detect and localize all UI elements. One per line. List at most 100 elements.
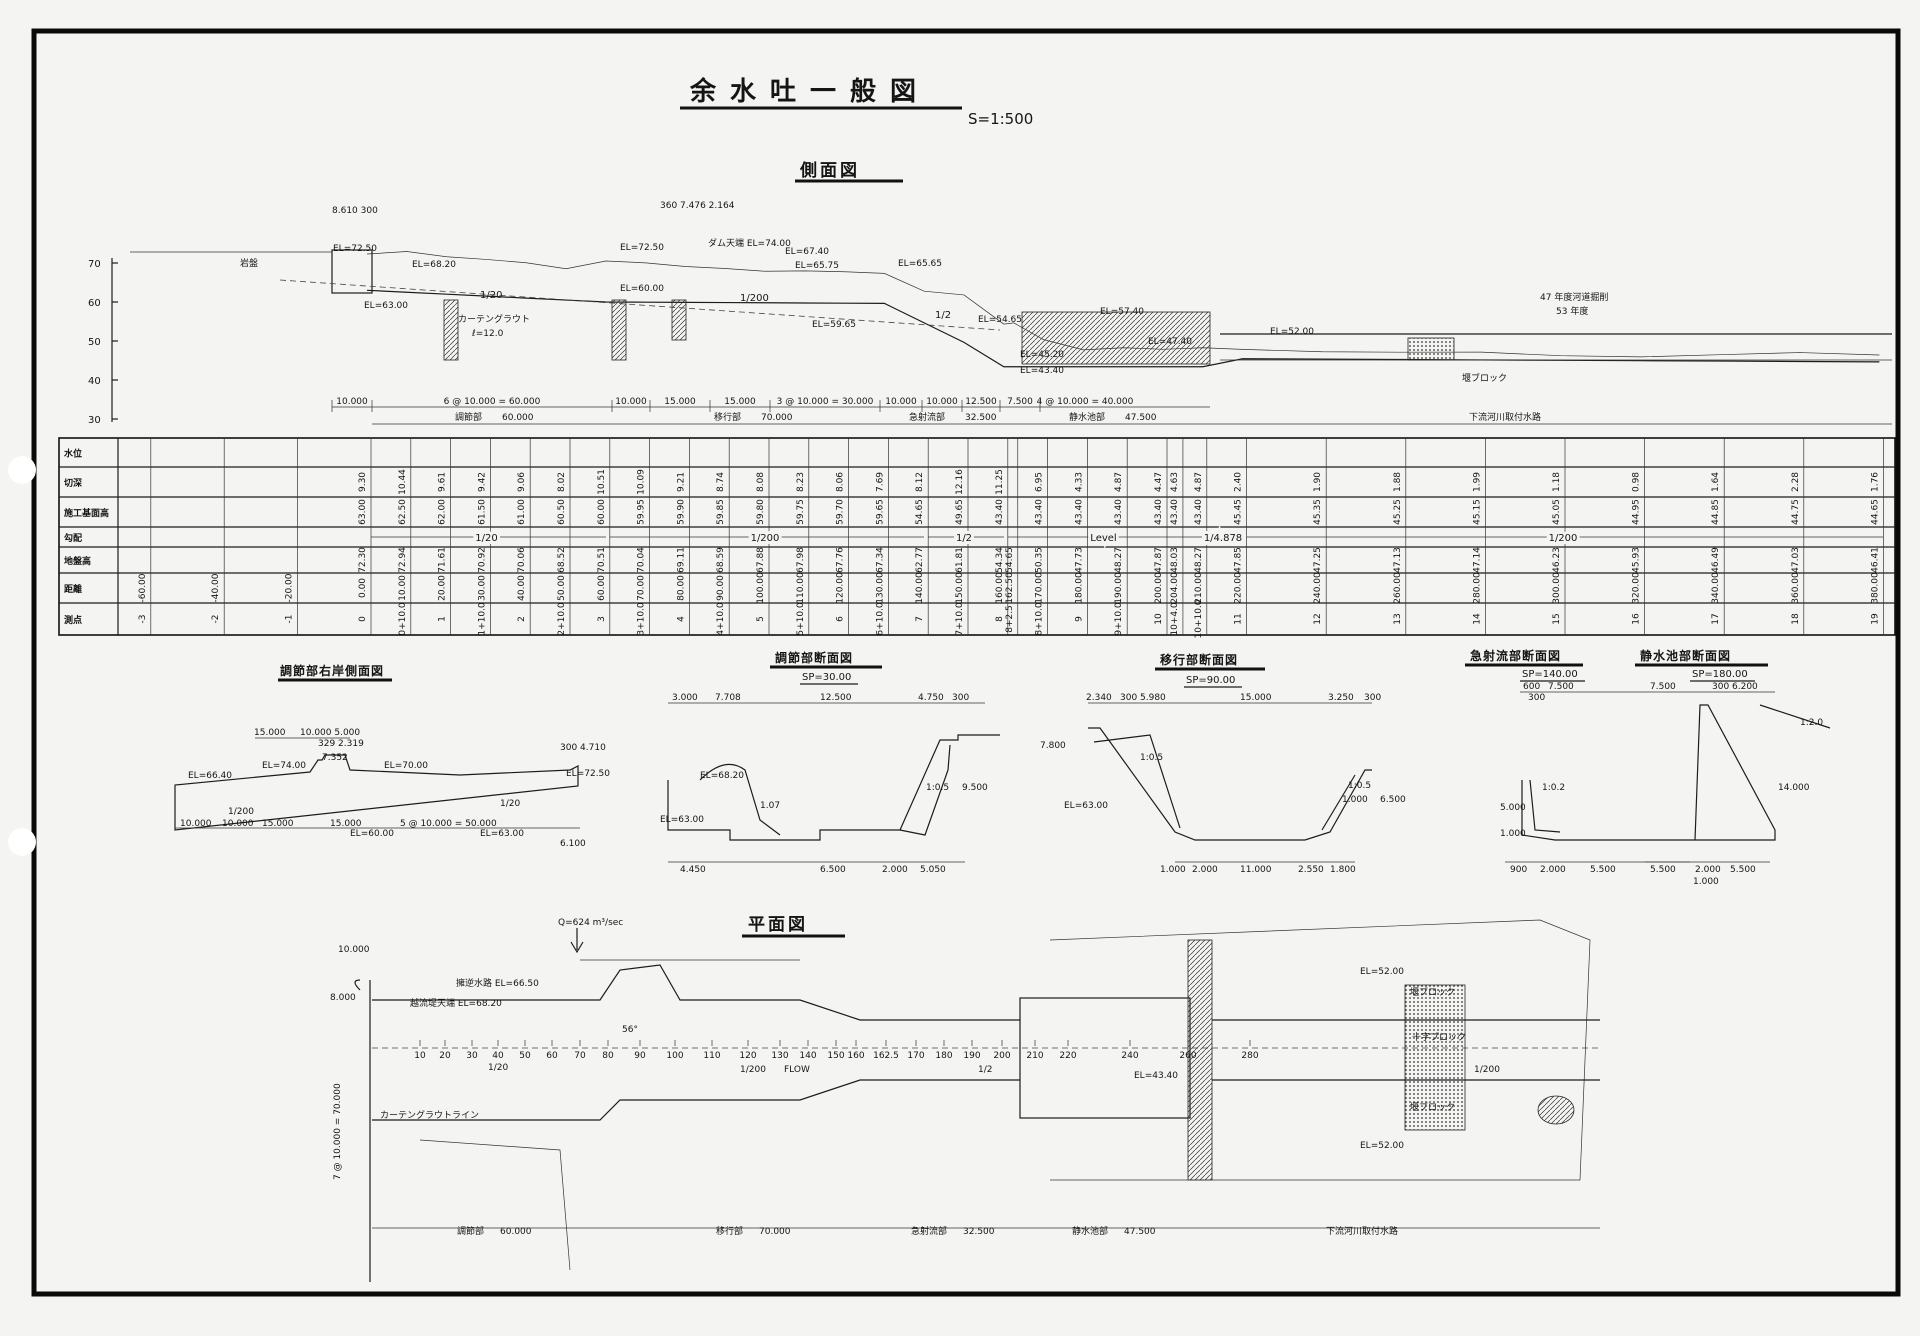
- table-cell-station: 2+10.0: [557, 602, 567, 636]
- drawing-scale: S=1:500: [968, 110, 1033, 128]
- table-cell-distance: 50.00: [557, 575, 567, 601]
- plan-station-label: 30: [466, 1051, 478, 1061]
- table-cell-ground: 70.06: [517, 547, 527, 573]
- flow-arrow-icon: [570, 928, 584, 954]
- table-cell-formation: 59.90: [676, 499, 686, 525]
- dimension-label: 5.000: [1500, 803, 1526, 813]
- block-label: 堰ブロック: [1462, 372, 1507, 384]
- table-cell-distance: 130.00: [875, 572, 885, 604]
- table-cell-distance: 210.00: [1194, 572, 1204, 604]
- table-cell-ground: 47.25: [1313, 547, 1323, 573]
- el-label: EL=63.00: [364, 301, 408, 311]
- axis-tick-label: 50: [88, 337, 101, 348]
- dimension-label: 10.000: [222, 819, 254, 829]
- table-cell-ground: 48.03: [1170, 547, 1180, 573]
- dimension-label: 1/20: [500, 799, 520, 809]
- table-cell-distance: 320.00: [1632, 572, 1642, 604]
- dimension-label: 10.000: [926, 397, 958, 407]
- table-cell-formation: 54.65: [915, 499, 925, 525]
- table-cell-station: 18: [1791, 613, 1801, 625]
- table-cell-formation: 44.85: [1711, 499, 1721, 525]
- dimension-label: 3.250: [1328, 693, 1354, 703]
- table-cell-station: 3+10.0: [637, 602, 647, 636]
- table-cell-formation: 45.25: [1393, 499, 1403, 525]
- dimension-label: 1:0.5: [1140, 753, 1163, 763]
- table-cell-distance: 340.00: [1711, 572, 1721, 604]
- curtain-grout-column: [443, 299, 459, 361]
- table-cell-formation: 45.15: [1472, 499, 1482, 525]
- table-cell-formation: 49.65: [955, 499, 965, 525]
- chute-section-outline: [1521, 780, 1680, 841]
- plan-station-label: 40: [492, 1051, 504, 1061]
- table-cell-cut: 0.98: [1632, 472, 1642, 492]
- dimension-label: EL=74.00: [262, 761, 306, 771]
- table-cell-ground: 47.87: [1154, 547, 1164, 573]
- table-cell-station: 0+10.0: [398, 602, 408, 636]
- section-length: 47.500: [1124, 1227, 1156, 1237]
- section-name: 静水池部: [1069, 411, 1105, 423]
- slope-label: 1/20: [480, 290, 502, 301]
- table-cell-ground: 67.34: [875, 547, 885, 573]
- table-cell-distance: 140.00: [915, 572, 925, 604]
- table-cell-distance: 240.00: [1313, 572, 1323, 604]
- dimension-label: 1/200: [228, 807, 254, 817]
- table-cell-station: 15: [1552, 613, 1562, 624]
- table-cell-cut: 8.08: [756, 472, 766, 492]
- plan-station-label: 200: [993, 1051, 1010, 1061]
- table-cell-formation: 43.40: [1154, 499, 1164, 525]
- plan-label-dim-8000: 8.000: [330, 993, 356, 1003]
- table-cell-cut: 9.21: [676, 472, 686, 492]
- dimension-label: EL=72.50: [566, 769, 610, 779]
- table-cell-formation: 61.50: [477, 499, 487, 525]
- dimension-label: 6.100: [560, 839, 586, 849]
- table-cell-distance: 20.00: [438, 575, 448, 601]
- profile-dim: 8.610 300: [332, 206, 378, 216]
- table-cell-formation: 45.35: [1313, 499, 1323, 525]
- table-cell-cut: 8.74: [716, 472, 726, 492]
- table-row-label: 勾配: [64, 532, 82, 544]
- plan-station-label: 170: [907, 1051, 924, 1061]
- dimension-label: 300: [1364, 693, 1381, 703]
- wall-outline: [1321, 774, 1356, 831]
- table-cell-station: 16: [1632, 613, 1642, 625]
- table-cell-cut: 1.99: [1472, 472, 1482, 492]
- table-cell-formation: 59.85: [716, 499, 726, 525]
- table-cell-ground: 68.59: [716, 547, 726, 573]
- table-cell-ground: 71.61: [438, 547, 448, 573]
- table-cell-cut: 4.87: [1114, 472, 1124, 492]
- table-cell-formation: 60.50: [557, 499, 567, 525]
- table-cell-cut: 8.12: [915, 472, 925, 492]
- block-area: [1407, 337, 1455, 361]
- table-cell-ground: 47.03: [1791, 547, 1801, 573]
- plan-label-slope-1-2: 1/2: [978, 1065, 992, 1075]
- el-label: ダム天端 EL=74.00: [708, 237, 791, 249]
- plan-label-slope-1-20: 1/20: [488, 1063, 508, 1073]
- dimension-label: 6 @ 10.000 = 60.000: [444, 397, 541, 407]
- plan-station-label: 120: [739, 1051, 756, 1061]
- plan-station-label: 180: [935, 1051, 952, 1061]
- axis-tick-label: 70: [88, 259, 101, 270]
- table-cell-cut: 2.28: [1791, 472, 1801, 492]
- table-cell-ground: 72.30: [358, 547, 368, 573]
- dimension-label: 7.708: [715, 693, 741, 703]
- rock-label: 岩盤: [240, 257, 258, 269]
- dimension-label: 5.980: [1140, 693, 1166, 703]
- section-title: 調節部断面図: [775, 650, 853, 665]
- el-label: EL=60.00: [620, 284, 664, 294]
- profile-heading: 側面図: [799, 160, 860, 181]
- dimension-label: 10.000: [336, 397, 368, 407]
- table-cell-formation: 44.95: [1632, 499, 1642, 525]
- plan-station-label: 110: [703, 1051, 720, 1061]
- table-cell-distance: 0.00: [358, 578, 368, 598]
- table-cell-distance: 190.00: [1114, 572, 1124, 604]
- table-cell-distance: 380.00: [1870, 572, 1880, 604]
- plan-station-label: 162.5: [873, 1051, 899, 1061]
- axis-tick-label: 40: [88, 376, 101, 387]
- table-cell-ground: 46.49: [1711, 547, 1721, 573]
